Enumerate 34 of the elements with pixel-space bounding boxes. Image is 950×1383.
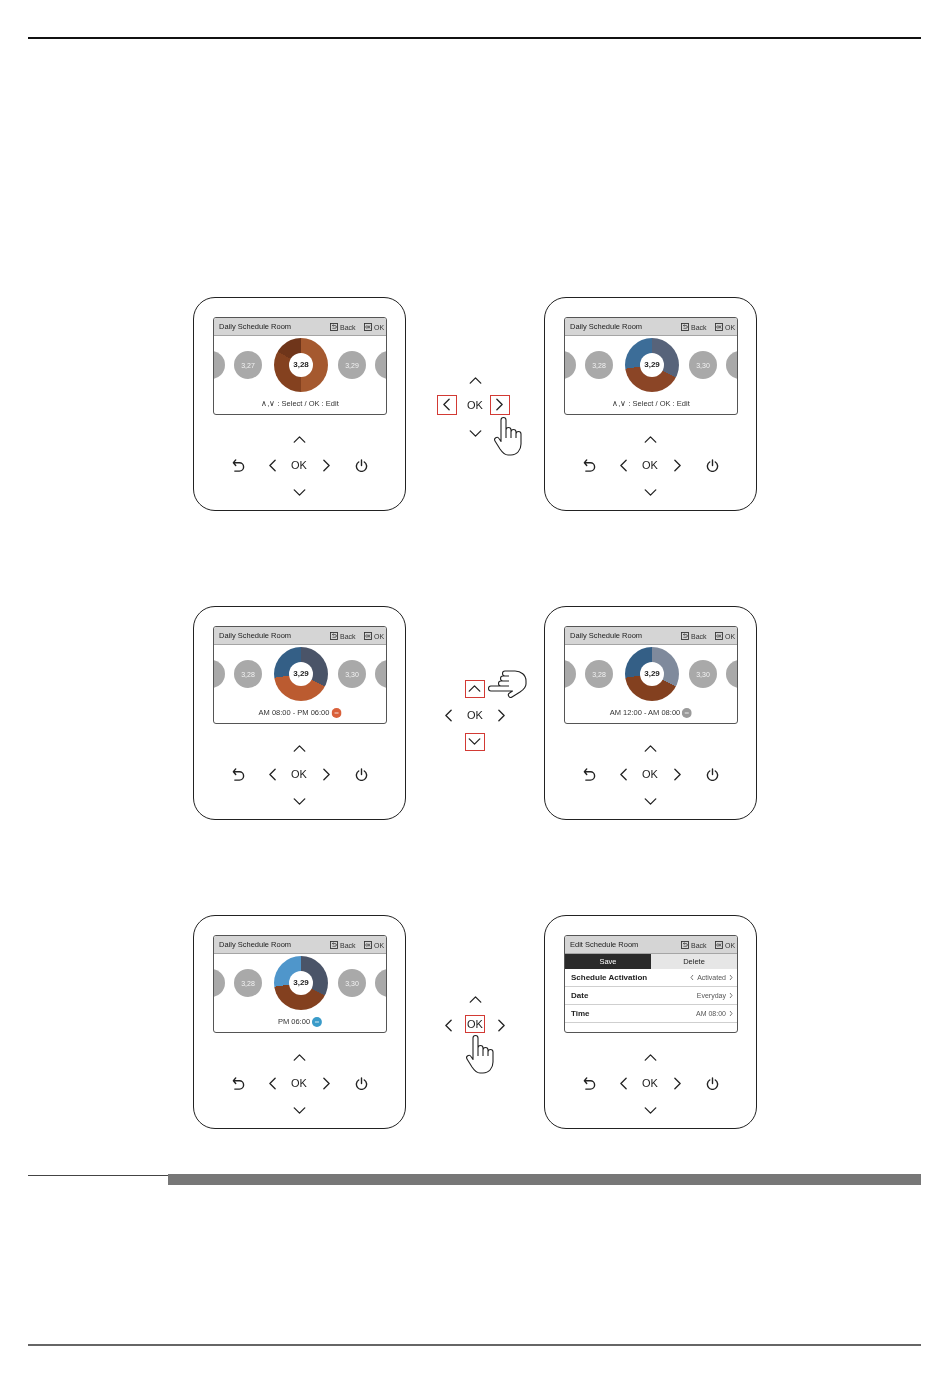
controller-panel: [544, 297, 757, 511]
setting-label: Date: [571, 991, 589, 1000]
highlighted-ok-key: OK: [465, 1015, 485, 1033]
ok-key-label: OK: [642, 459, 658, 471]
setting-label: Time: [571, 1009, 590, 1018]
date-label: 3,29: [289, 662, 313, 686]
display-screen: [213, 317, 387, 415]
date-label: 3,29: [640, 662, 664, 686]
controller-panel: [193, 915, 406, 1129]
display-screen: [564, 317, 738, 415]
date-label: 3,29: [640, 353, 664, 377]
setting-label: Schedule Activation: [571, 973, 648, 982]
controller-panel: [193, 606, 406, 820]
ok-key-label: OK: [291, 768, 307, 780]
donut-chart: [274, 647, 328, 701]
ok-key-label: OK: [642, 1077, 658, 1089]
controller-panel: [544, 606, 757, 820]
ok-key-label: OK: [291, 1077, 307, 1089]
display-screen: [213, 935, 387, 1033]
date-label: 3,28: [289, 353, 313, 377]
display-screen: [564, 626, 738, 724]
donut-chart: [625, 647, 679, 701]
donut-chart: [274, 956, 328, 1010]
controller-panel: [193, 297, 406, 511]
ok-key-label: OK: [642, 768, 658, 780]
date-label: 3,29: [289, 971, 313, 995]
ok-key-label: OK: [291, 459, 307, 471]
ok-key-label: OK: [467, 709, 483, 721]
donut-chart: [625, 338, 679, 392]
controller-panel: [544, 915, 757, 1129]
display-screen: [213, 626, 387, 724]
ok-key-label: OK: [467, 399, 483, 411]
donut-chart: [274, 338, 328, 392]
display-screen: [564, 935, 738, 1033]
